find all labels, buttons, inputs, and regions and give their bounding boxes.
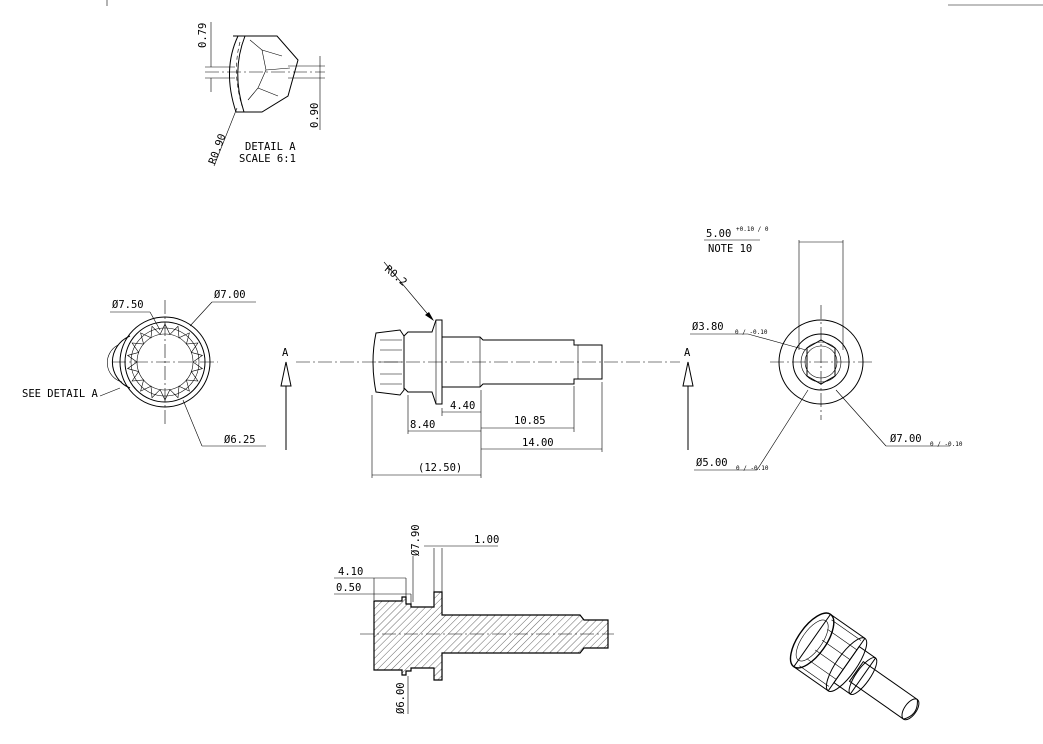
section-marks: A A	[280, 347, 694, 450]
dim-4-40: 4.40	[450, 400, 475, 412]
detail-a-radius: R0.90	[207, 132, 229, 166]
right-dia-bottom-tol: 0 / -0.10	[736, 465, 769, 472]
left-dia-top: Ø7.00	[214, 289, 246, 301]
isometric-view	[789, 612, 920, 721]
left-dia-bottom: Ø6.25	[224, 434, 256, 446]
right-note: NOTE 10	[708, 243, 752, 255]
right-dia-right: Ø7.00	[890, 433, 922, 445]
right-end-view: 5.00 +0.10 / 0 NOTE 10 Ø3.80 0 / -0.10 Ø…	[690, 226, 963, 472]
right-top-dim: 5.00	[706, 228, 731, 240]
frame-marks	[106, 0, 1043, 6]
section-dim-b: 0.50	[336, 582, 361, 594]
detail-a-view: 0.79 0.90 R0.90 DETAIL A SCALE 6:1	[197, 22, 325, 167]
left-dia-outer: Ø7.50	[112, 299, 144, 311]
detail-a-scale: SCALE 6:1	[239, 153, 296, 165]
dim-10-85: 10.85	[514, 415, 546, 427]
detail-a-dim-right: 0.90	[309, 103, 321, 128]
detail-a-title: DETAIL A	[245, 141, 296, 153]
section-mark-left: A	[282, 347, 289, 359]
dim-12-50: (12.50)	[418, 462, 462, 474]
section-mark-right: A	[684, 347, 691, 359]
dim-8-40: 8.40	[410, 419, 435, 431]
right-dia-bottom: Ø5.00	[696, 457, 728, 469]
side-radius: R0.2	[382, 263, 409, 288]
right-top-tol: +0.10 / 0	[736, 226, 769, 233]
right-dia-inner: Ø3.80	[692, 321, 724, 333]
detail-a-dim-top: 0.79	[197, 23, 209, 48]
section-view: Ø7.90 1.00 4.10 0.50 Ø6.00	[334, 524, 614, 714]
see-detail-label: SEE DETAIL A	[22, 388, 99, 400]
left-end-view: Ø7.50 Ø7.00 Ø6.25 SEE DETAIL A	[22, 289, 266, 447]
right-dia-inner-tol: 0 / -0.10	[735, 329, 768, 336]
spline-teeth	[126, 323, 204, 401]
dim-14-00: 14.00	[522, 437, 554, 449]
section-dia-bottom: Ø6.00	[395, 682, 407, 714]
section-dim-a: 4.10	[338, 566, 363, 578]
spline-tooth-outline	[126, 323, 204, 401]
side-view: R0.2 4.40 8.40 10.85 14.00 (12.50)	[371, 261, 603, 478]
section-dia-top: Ø7.90	[410, 524, 422, 556]
right-dia-right-tol: 0 / -0.10	[930, 441, 963, 448]
section-dim-width: 1.00	[474, 534, 499, 546]
